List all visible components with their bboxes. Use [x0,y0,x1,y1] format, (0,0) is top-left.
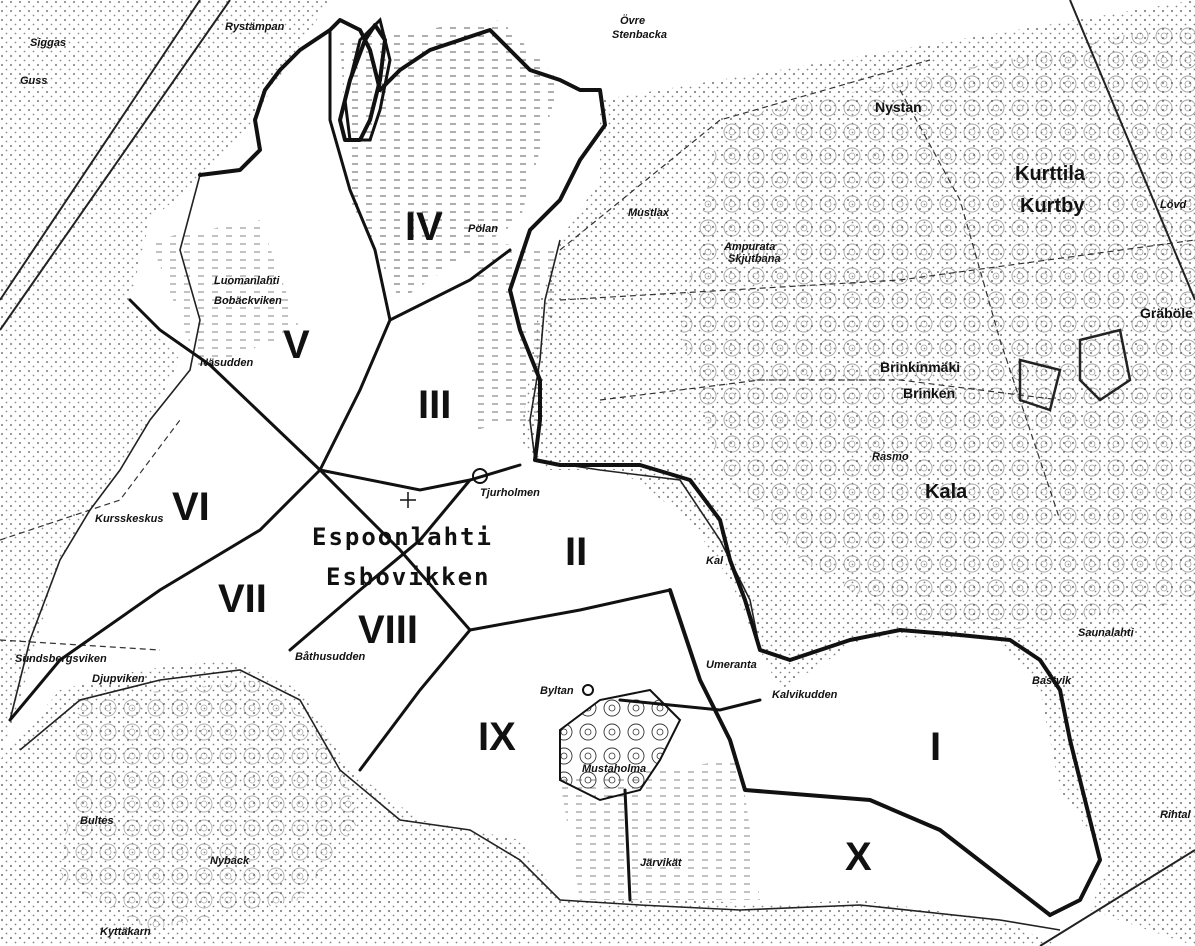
railway-east [1069,0,1195,301]
place-brinkinmaki: Brinkinmäki [880,359,960,375]
place-skjutbana: Skjutbana [728,253,781,265]
place-rasmo: Rasmo [872,451,909,463]
zone-label-v: V [283,323,310,367]
place-ampurata: Ampurata [723,241,775,253]
place-grabole: Gräböle [1140,305,1193,321]
place-bultes: Bultes [80,815,114,827]
center-cross-marker [400,492,416,508]
zone-label-x: X [845,835,872,879]
place-luomanlahti: Luomanlahti [214,275,280,287]
place-tjurholmen: Tjurholmen [480,487,540,499]
place-kala: Kala [925,481,968,503]
place-rystmpan: Rystämpan [225,21,285,33]
bay-name-swedish: Esbovikken [326,563,491,591]
place-kalvikudden: Kalvikudden [772,689,838,701]
marsh-north [340,20,560,300]
land-west [0,0,330,760]
island-lakes [1078,328,1132,402]
place-kursskeskus: Kursskeskus [95,513,164,525]
zone-label-viii: VIII [358,608,418,652]
zone-divider-i-ii [668,588,1052,917]
marsh-east [470,240,560,430]
place-sundsbergsviken: Sundsbergsviken [15,653,107,665]
place-siggas: Siggas [30,37,66,49]
marsh-west [150,220,300,370]
railway-west-2 [0,0,201,301]
zone-divider-x-west [623,788,632,902]
place-mustlax: Mustlax [628,207,670,219]
zone-divider-iv-iii [388,248,512,322]
zone-divider-vi-vii [8,468,322,722]
road-3 [599,379,1061,401]
place-djupviken: Djupviken [92,673,145,685]
zone-divider-v-west [128,298,212,367]
zone-label-i: I [930,725,941,769]
place-kurttila: Kurttila [1015,163,1086,185]
zone-label-iv: IV [405,205,443,249]
place-kal: Kal [706,555,724,567]
zone-label-ii: II [565,530,587,574]
land-southwest-contours [60,680,360,930]
place-guss: Guss [20,75,48,87]
place-nassudden: Näsudden [200,357,253,369]
zone-divider-center-ne [318,318,392,472]
place-rihtal: Rihtal [1160,809,1192,821]
zone-divider-viii [288,478,472,652]
zone-divider-ix-x [618,698,762,712]
bay-outer-boundary [198,18,1102,917]
place-byltan: Byltan [540,685,574,697]
zone-label-iii: III [418,383,451,427]
zone-divider-ii-north [318,463,522,492]
place-nyback: Nyback [210,855,250,867]
place-nystan: Nystan [875,99,922,115]
island-mustaholma [559,688,682,802]
railway-west [0,0,231,331]
zone-divider-center-east [468,588,672,632]
bay-name-finnish: Espoonlahti [312,523,493,551]
road-2 [559,239,1195,301]
island-marker-byltan [582,684,594,696]
zone-label-ix: IX [478,715,516,759]
place-umeranta: Umeranta [706,659,757,671]
place-kurtby: Kurtby [1020,195,1085,217]
zone-divider-iv-v [328,28,392,322]
place-polan: Pölan [468,223,498,235]
place-bathusudden: Båthusudden [295,651,366,663]
zone-label-vi: VI [172,485,210,529]
shoreline-west [9,174,201,721]
place-jarvikat: Järvikät [640,857,683,869]
island-marker-tjurholmen [472,468,488,484]
place-brinken: Brinken [903,385,955,401]
place-stenbacka: Stenbacka [612,29,667,41]
road-4 [0,419,181,541]
place-lovd: Lövd [1160,199,1187,211]
place-bobackviken: Bobäckviken [214,295,282,307]
island-lakes-2 [1018,358,1062,412]
zone-divider-ix [358,628,472,772]
road-5 [899,89,1061,521]
zone-label-vii: VII [218,577,267,621]
railway-south [1039,849,1195,946]
bay-north-inlet [338,23,387,142]
place-ovre: Övre [620,14,645,27]
shoreline-south [19,669,1061,931]
place-saunalahti: Saunalahti [1078,627,1135,639]
road-1 [559,59,931,251]
place-bastvik: Bastvik [1032,675,1072,687]
place-mustaholma: Mustaholma [582,763,646,775]
place-kyttakarn: Kyttäkarn [100,926,151,938]
land-east-contours [680,20,1195,630]
zone-divider-nw-se [208,363,472,632]
